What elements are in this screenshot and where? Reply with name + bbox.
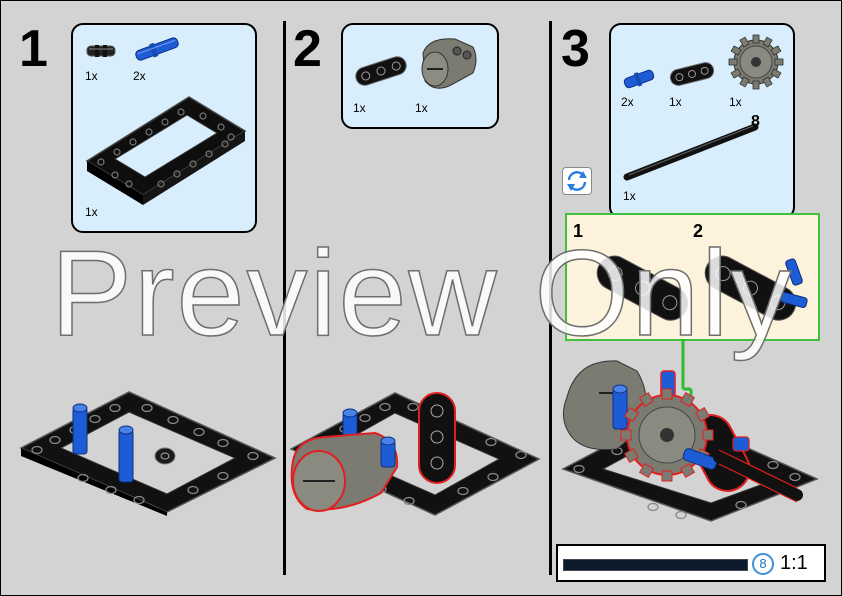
part-quantity: 1x [85, 205, 98, 219]
blue-pin-icon [623, 69, 655, 89]
blue-pin-icon [135, 37, 179, 61]
step-3-model [561, 360, 819, 522]
grey-connector-icon [290, 431, 399, 512]
gear-icon [728, 34, 784, 90]
part-quantity: 2x [621, 95, 634, 109]
three-hole-beam-icon [596, 255, 689, 321]
connector-peg-icon [154, 447, 176, 465]
step-number: 3 [561, 20, 590, 78]
three-hole-beam-icon [355, 56, 407, 86]
part-quantity: 1x [353, 101, 366, 115]
scale-label: 1:1 [780, 552, 808, 574]
axle-length-label: 8 [751, 113, 760, 130]
gear-icon [620, 388, 714, 482]
parts-list: 2x 1x 1x [609, 23, 795, 219]
blue-pin-icon [612, 384, 628, 430]
three-hole-beam-icon [704, 255, 808, 321]
blue-pin-icon [682, 448, 718, 470]
blue-pin-icon [732, 436, 750, 452]
part-quantity: 1x [669, 95, 682, 109]
three-hole-beam-icon [669, 62, 715, 86]
step-divider [283, 21, 286, 575]
step-1-model [19, 391, 277, 516]
step-2-model [289, 392, 541, 516]
substep-box: 1 2 [565, 213, 820, 341]
connector-peg-icon [86, 45, 116, 57]
step-number: 1 [19, 20, 48, 78]
axle-icon [713, 449, 803, 503]
three-hole-beam-icon [418, 392, 456, 484]
parts-list: 1x 2x 1x [71, 23, 257, 233]
part-quantity: 2x [133, 69, 146, 83]
axle-size-reference: 8 1:1 [556, 544, 826, 582]
parts-list: 1x 1x [341, 23, 499, 129]
axle-length-badge: 8 [752, 553, 774, 575]
rectangular-frame-icon [85, 96, 247, 205]
grey-connector-icon [421, 38, 477, 89]
substep-number: 2 [693, 221, 704, 241]
blue-pin-icon [72, 403, 88, 455]
step-number: 2 [293, 20, 322, 78]
axle-length-bar [563, 559, 748, 571]
rotate-icon [562, 167, 592, 195]
substep-number: 1 [573, 221, 584, 241]
blue-pin-icon [118, 425, 134, 483]
part-quantity: 1x [85, 69, 98, 83]
part-quantity: 1x [415, 101, 428, 115]
part-quantity: 1x [623, 189, 636, 203]
axle-icon [623, 123, 759, 181]
part-quantity: 1x [729, 95, 742, 109]
step-divider [549, 21, 552, 575]
